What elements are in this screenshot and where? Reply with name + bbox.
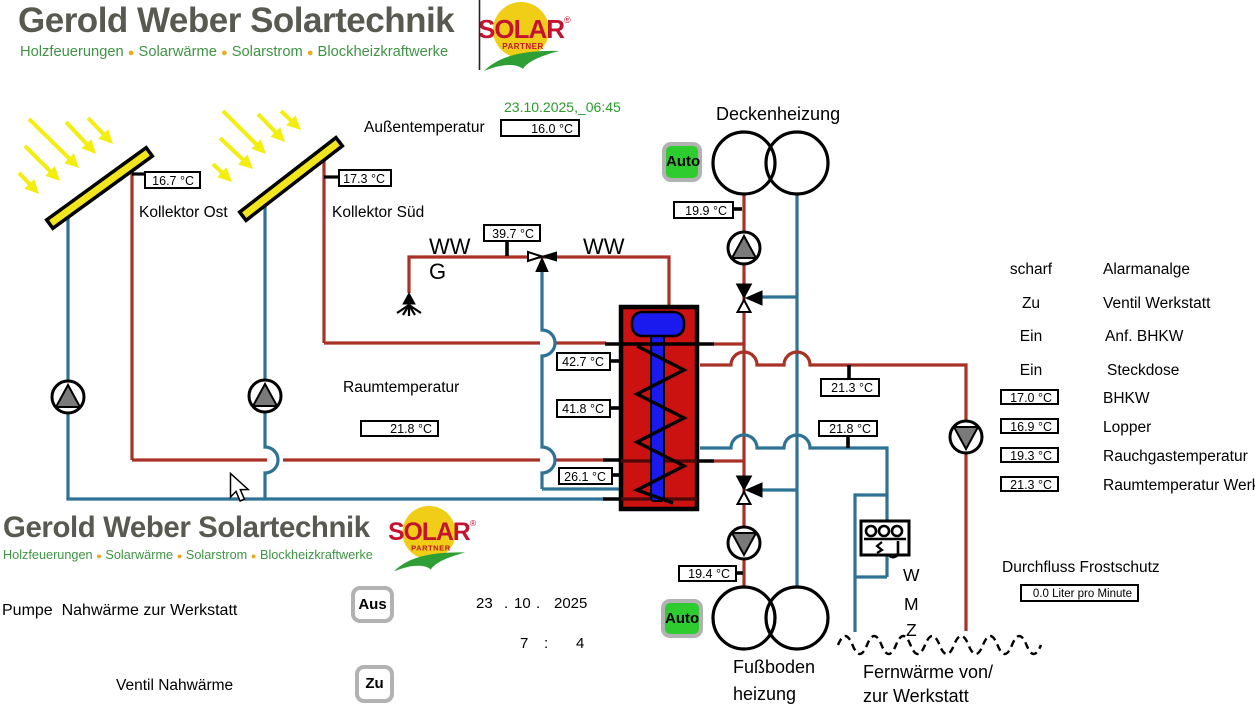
svg-text:®: ® <box>470 518 477 528</box>
svg-text:®: ® <box>564 15 571 25</box>
svg-text:PARTNER: PARTNER <box>502 42 544 51</box>
svg-text:PARTNER: PARTNER <box>411 544 451 553</box>
svg-text:SOLAR: SOLAR <box>478 14 565 44</box>
svg-text:SOLAR: SOLAR <box>388 519 471 546</box>
